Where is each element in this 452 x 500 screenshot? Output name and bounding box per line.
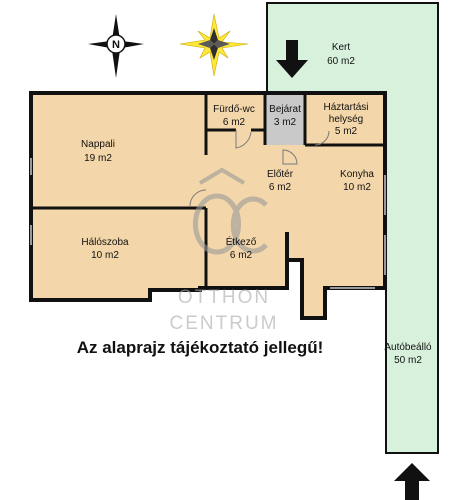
konyha-area: 10 m2 [343, 182, 371, 193]
watermark-line2: CENTRUM [170, 313, 279, 334]
kert-area: 60 m2 [327, 56, 355, 67]
eloter-area: 6 m2 [269, 182, 292, 193]
kert-name: Kert [332, 42, 351, 53]
etkezo-area: 6 m2 [230, 250, 253, 261]
konyha-name: Konyha [340, 169, 374, 180]
haztartasi-area: 5 m2 [335, 126, 358, 137]
autobeallo-name: Autóbeálló [384, 342, 432, 353]
disclaimer-note: Az alaprajz tájékoztató jellegű! [76, 338, 324, 357]
bejarat-name: Bejárat [269, 104, 301, 115]
door-swings [189, 130, 330, 207]
entrance-room [265, 95, 305, 145]
watermark: OTTHON CENTRUM [170, 167, 279, 334]
window-marks [30, 158, 386, 289]
autobeallo-area: 50 m2 [394, 355, 422, 366]
watermark-line1: OTTHON [178, 287, 270, 308]
etkezo-name: Étkező [226, 235, 257, 248]
compass-letter: N [112, 39, 120, 51]
nappali-name: Nappali [81, 139, 115, 150]
compass-icon: N [88, 14, 144, 78]
eloter-name: Előtér [267, 169, 294, 180]
driveway-arrow-icon [394, 463, 430, 500]
haztartasi-name2: helység [329, 114, 363, 125]
haloszoba-name: Hálószoba [81, 237, 129, 248]
nappali-area: 19 m2 [84, 153, 112, 164]
sun-icon [179, 13, 249, 77]
furdo-area: 6 m2 [223, 117, 246, 128]
bejarat-area: 3 m2 [274, 117, 297, 128]
furdo-name: Fürdő-wc [213, 104, 255, 115]
haloszoba-area: 10 m2 [91, 250, 119, 261]
apartment-floor [31, 93, 385, 318]
haztartasi-name1: Háztartási [323, 102, 368, 113]
entry-arrow-icon [276, 40, 308, 78]
